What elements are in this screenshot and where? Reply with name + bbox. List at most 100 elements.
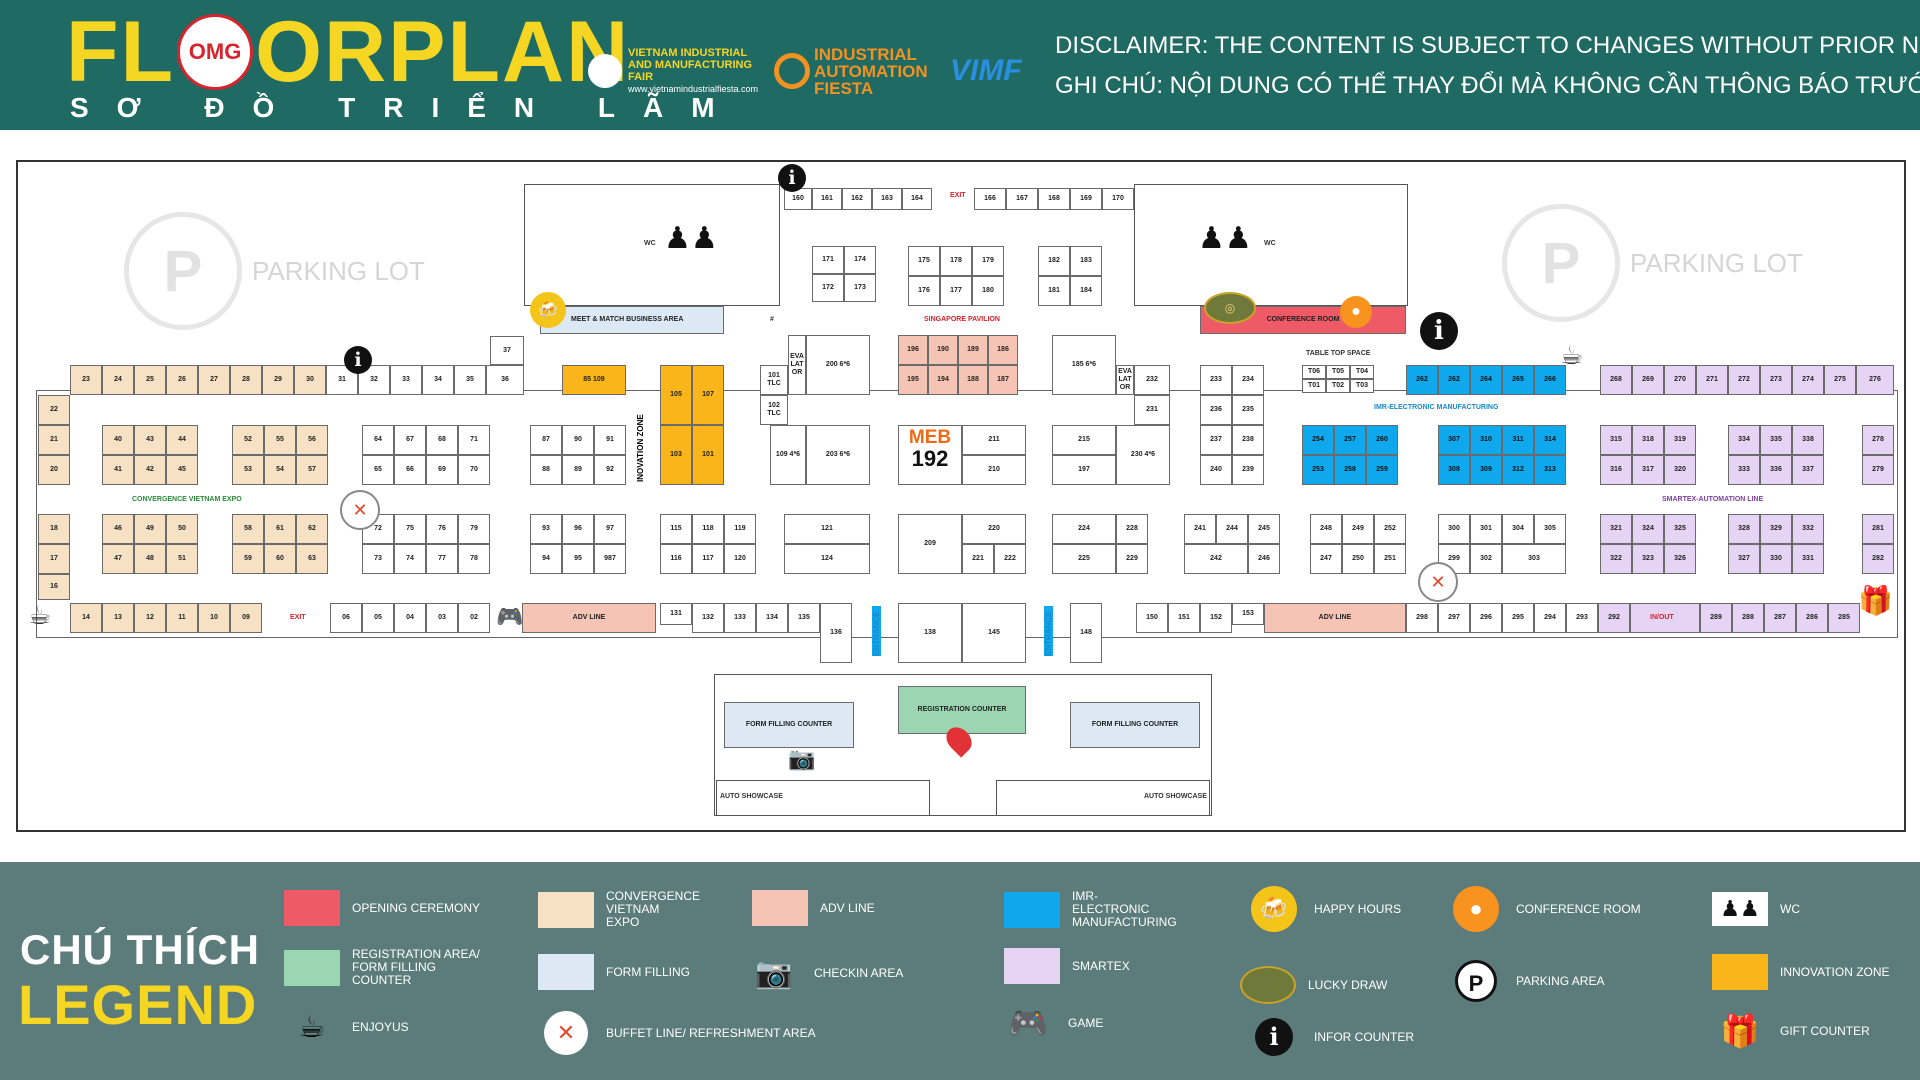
booth[interactable]: 308 [1438, 455, 1470, 485]
booth[interactable]: 169 [1070, 188, 1102, 210]
booth[interactable]: 33 [390, 365, 422, 395]
booth[interactable]: 209 [898, 514, 962, 574]
booth[interactable]: 107 [692, 365, 724, 425]
booth[interactable]: 237 [1200, 425, 1232, 455]
booth[interactable]: 273 [1760, 365, 1792, 395]
booth[interactable]: 131 [660, 603, 692, 625]
booth[interactable]: 54 [264, 455, 296, 485]
booth[interactable]: 336 [1760, 455, 1792, 485]
booth[interactable]: 105 [660, 365, 692, 425]
booth[interactable]: 232 [1134, 365, 1170, 395]
booth[interactable]: 164 [902, 188, 932, 210]
booth[interactable]: 21 [38, 425, 70, 455]
booth[interactable]: 05 [362, 603, 394, 633]
booth[interactable]: 186 [988, 335, 1018, 365]
booth[interactable]: 323 [1632, 544, 1664, 574]
booth[interactable]: 296 [1470, 603, 1502, 633]
booth[interactable]: 286 [1796, 603, 1828, 633]
booth[interactable]: 238 [1232, 425, 1264, 455]
booth[interactable]: 119 [724, 514, 756, 544]
booth[interactable]: 55 [264, 425, 296, 455]
booth[interactable]: 37 [490, 336, 524, 365]
booth[interactable]: 172 [812, 274, 844, 302]
booth[interactable] [1630, 603, 1700, 633]
booth[interactable]: 170 [1102, 188, 1134, 210]
booth[interactable]: 196 [898, 335, 928, 365]
booth[interactable]: 220 [962, 514, 1026, 544]
booth[interactable]: 307 [1438, 425, 1470, 455]
booth[interactable]: 221 [962, 544, 994, 574]
booth[interactable]: 268 [1600, 365, 1632, 395]
booth[interactable]: 266 [1534, 365, 1566, 395]
booth[interactable]: 252 [1374, 514, 1406, 544]
booth[interactable]: 10 [198, 603, 230, 633]
booth[interactable]: ADV LINE [522, 603, 656, 633]
booth[interactable]: 47 [102, 544, 134, 574]
booth[interactable]: ADV LINE [1264, 603, 1406, 633]
booth[interactable]: 32 [358, 365, 390, 395]
booth[interactable]: 229 [1116, 544, 1148, 574]
booth[interactable]: 176 [908, 276, 940, 306]
booth[interactable]: 124 [784, 544, 870, 574]
booth[interactable]: 28 [230, 365, 262, 395]
booth[interactable]: 96 [562, 514, 594, 544]
booth[interactable]: 309 [1470, 455, 1502, 485]
booth[interactable]: 134 [756, 603, 788, 633]
booth[interactable]: 183 [1070, 246, 1102, 276]
booth[interactable]: 115 [660, 514, 692, 544]
booth[interactable]: 317 [1632, 455, 1664, 485]
booth[interactable]: EVA LAT OR [788, 335, 806, 395]
booth[interactable]: 151 [1168, 603, 1200, 633]
booth[interactable]: 117 [692, 544, 724, 574]
booth[interactable]: 148 [1070, 603, 1102, 663]
booth[interactable]: 63 [296, 544, 328, 574]
booth[interactable]: 13 [102, 603, 134, 633]
booth[interactable]: 271 [1696, 365, 1728, 395]
booth[interactable]: 230 4*6 [1116, 425, 1170, 485]
booth[interactable]: 281 [1862, 514, 1894, 544]
booth[interactable]: 315 [1600, 425, 1632, 455]
booth[interactable]: 69 [426, 455, 458, 485]
booth[interactable]: 66 [394, 455, 426, 485]
booth[interactable]: 244 [1216, 514, 1248, 544]
booth[interactable]: 93 [530, 514, 562, 544]
booth[interactable]: 330 [1760, 544, 1792, 574]
info-icon[interactable]: i [778, 164, 806, 192]
form-filling-counter-left[interactable]: FORM FILLING COUNTER [724, 702, 854, 748]
booth[interactable]: 225 [1052, 544, 1116, 574]
booth[interactable]: 78 [458, 544, 490, 574]
booth[interactable]: 282 [1862, 544, 1894, 574]
booth[interactable]: 24 [102, 365, 134, 395]
booth[interactable]: 118 [692, 514, 724, 544]
booth[interactable]: 27 [198, 365, 230, 395]
booth[interactable]: 95 [562, 544, 594, 574]
booth[interactable]: 11 [166, 603, 198, 633]
booth[interactable]: 56 [296, 425, 328, 455]
booth[interactable]: 171 [812, 246, 844, 274]
booth[interactable]: 228 [1116, 514, 1148, 544]
booth[interactable]: 68 [426, 425, 458, 455]
booth[interactable]: 17 [38, 544, 70, 574]
booth[interactable]: 77 [426, 544, 458, 574]
booth[interactable]: 245 [1248, 514, 1280, 544]
form-filling-counter-right[interactable]: FORM FILLING COUNTER [1070, 702, 1200, 748]
booth[interactable]: 249 [1342, 514, 1374, 544]
booth[interactable]: 262 [1406, 365, 1438, 395]
booth[interactable]: 337 [1792, 455, 1824, 485]
booth[interactable]: 185 6*6 [1052, 335, 1116, 395]
booth[interactable]: 167 [1006, 188, 1038, 210]
booth[interactable]: 236 [1200, 395, 1232, 425]
booth[interactable]: 264 [1470, 365, 1502, 395]
booth[interactable]: 247 [1310, 544, 1342, 574]
booth[interactable]: 03 [426, 603, 458, 633]
booth[interactable]: 276 [1856, 365, 1894, 395]
booth[interactable]: 75 [394, 514, 426, 544]
meet-match-business-area[interactable]: MEET & MATCH BUSINESS AREA [540, 306, 724, 334]
booth[interactable]: 305 [1534, 514, 1566, 544]
booth[interactable]: 324 [1632, 514, 1664, 544]
booth[interactable]: 295 [1502, 603, 1534, 633]
booth[interactable]: 61 [264, 514, 296, 544]
booth[interactable]: 88 [530, 455, 562, 485]
booth[interactable]: 187 [988, 365, 1018, 395]
booth[interactable]: 163 [872, 188, 902, 210]
